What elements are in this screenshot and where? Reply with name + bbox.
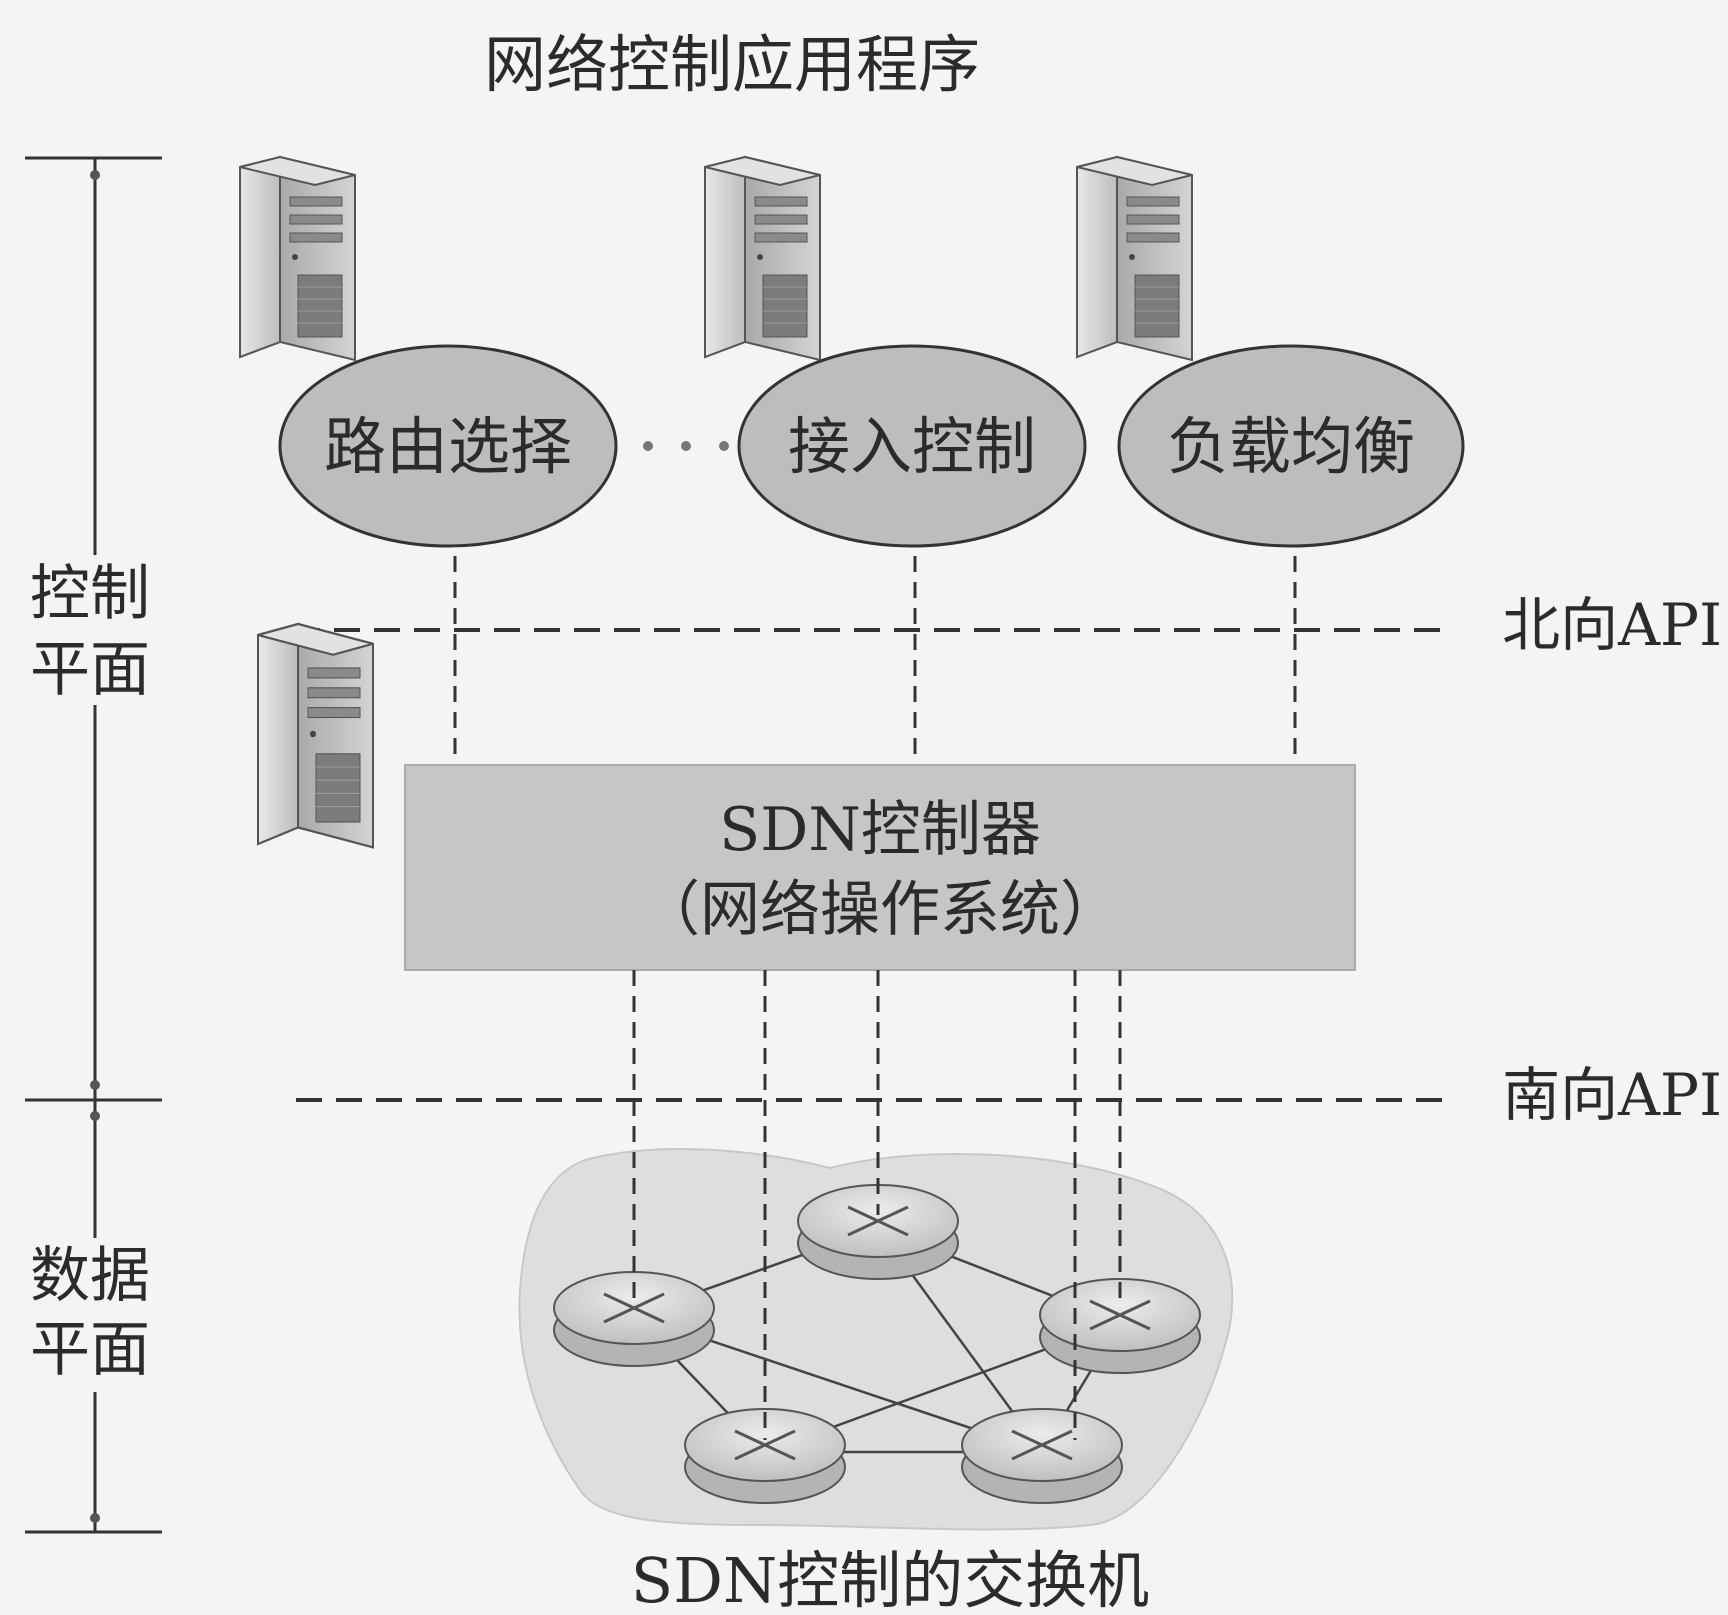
sdn-controller: SDN控制器 （网络操作系统） bbox=[404, 764, 1356, 971]
switch-3 bbox=[1039, 1278, 1201, 1374]
server-icon-access-control bbox=[704, 156, 821, 361]
southbound-connectors bbox=[632, 970, 1122, 1440]
southbound-api-label: 南向API bbox=[1502, 1061, 1722, 1129]
sdn-controller-title: SDN控制器 bbox=[719, 795, 1041, 865]
northbound-api-label: 北向API bbox=[1502, 591, 1722, 659]
switches bbox=[553, 1184, 1201, 1504]
scale-tick-marks bbox=[90, 170, 100, 1523]
server-icon-controller bbox=[256, 622, 375, 849]
app-ellipsis-dots bbox=[643, 441, 729, 451]
control-plane-label-line2: 平面 bbox=[30, 635, 150, 705]
diagram-title: 网络控制应用程序 bbox=[484, 28, 980, 101]
control-plane-label-line1: 控制 bbox=[30, 559, 150, 629]
server-icon-load-balancing bbox=[1076, 156, 1193, 361]
plane-scale-bracket bbox=[25, 156, 162, 1534]
data-plane-label-line1: 数据 bbox=[30, 1241, 150, 1311]
data-plane-label-line2: 平面 bbox=[30, 1315, 150, 1385]
server-icon-routing bbox=[239, 156, 356, 361]
app-load-balancing-label: 负载均衡 bbox=[1167, 410, 1415, 483]
switch-2 bbox=[797, 1184, 959, 1280]
sdn-controller-subtitle: （网络操作系统） bbox=[640, 875, 1120, 945]
switch-4 bbox=[684, 1408, 846, 1504]
app-routing: 路由选择 bbox=[278, 344, 618, 548]
app-load-balancing: 负载均衡 bbox=[1117, 344, 1465, 548]
switches-caption: SDN控制的交换机 bbox=[631, 1544, 1149, 1615]
switch-1 bbox=[553, 1271, 715, 1367]
app-access-control: 接入控制 bbox=[737, 344, 1087, 548]
switch-5 bbox=[961, 1408, 1123, 1504]
northbound-connectors bbox=[453, 556, 1297, 765]
app-access-control-label: 接入控制 bbox=[788, 410, 1036, 483]
app-routing-label: 路由选择 bbox=[324, 410, 572, 483]
